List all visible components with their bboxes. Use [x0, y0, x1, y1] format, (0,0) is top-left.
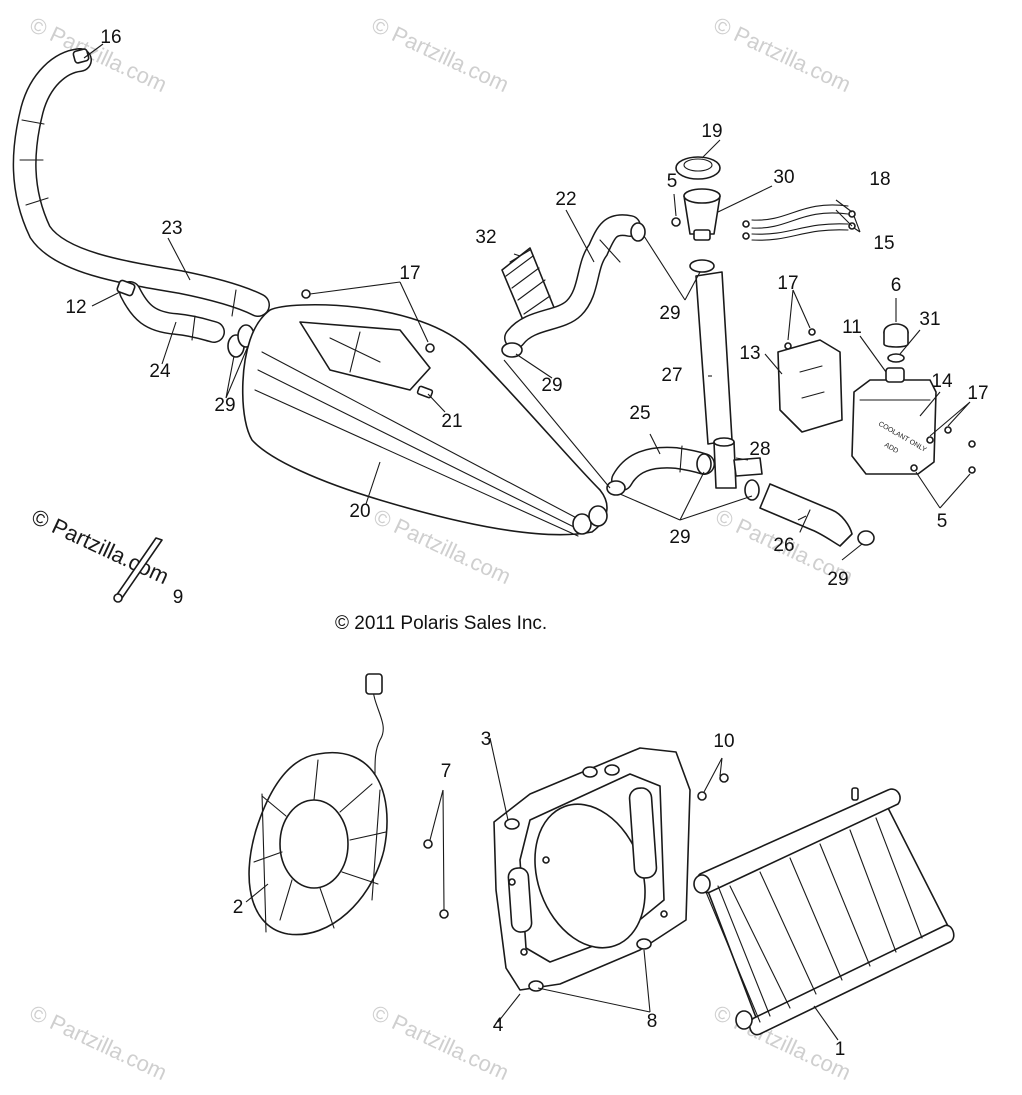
part-5-screw-top	[671, 217, 681, 227]
part-25-hose	[611, 445, 715, 491]
callout-10: 10	[713, 731, 734, 752]
callout-20: 20	[349, 501, 370, 522]
part-24-hose	[119, 281, 225, 343]
part-29-clamps-lower	[606, 453, 875, 546]
part-17-bolts-right	[926, 426, 976, 448]
part-10-bolts	[697, 773, 729, 801]
callout-29: 29	[659, 303, 680, 324]
callout-29: 29	[541, 375, 562, 396]
part-2-fan	[248, 673, 388, 936]
callout-21: 21	[441, 411, 462, 432]
part-9-bolt	[113, 537, 163, 603]
callout-29: 29	[669, 527, 690, 548]
part-3-grommets	[504, 764, 620, 830]
part-5-screws-right	[910, 464, 976, 474]
callout-19: 19	[701, 121, 722, 142]
callout-1: 1	[835, 1039, 846, 1060]
callout-32: 32	[475, 227, 496, 248]
part-1-radiator	[693, 787, 955, 1036]
callout-17: 17	[777, 273, 798, 294]
callout-14: 14	[931, 371, 953, 392]
part-7-bolts	[423, 839, 449, 919]
callout-28: 28	[749, 439, 770, 460]
callout-31: 31	[919, 309, 940, 330]
callout-8: 8	[647, 1011, 658, 1032]
callout-2: 2	[233, 897, 244, 918]
part-28-tee	[713, 437, 763, 489]
watermark-text: © Partzilla.com	[26, 1000, 171, 1085]
callout-13: 13	[739, 343, 760, 364]
callout-22: 22	[555, 189, 576, 210]
part-6-reservoir-cap	[883, 323, 909, 348]
callout-5: 5	[937, 511, 948, 532]
callout-18: 18	[869, 169, 890, 190]
part-14-reservoir: COOLANT ONLY ADD	[851, 379, 937, 475]
part-22-hose	[504, 214, 641, 349]
callout-17: 17	[967, 383, 988, 404]
callout-3: 3	[481, 729, 492, 750]
callout-6: 6	[891, 275, 902, 296]
callouts: 16 23 12 24 29 17 21 20 19 30 5 22 32 29…	[65, 27, 988, 1060]
callout-7: 7	[441, 761, 452, 782]
part-17-bolts-left	[301, 289, 435, 353]
part-13-bracket	[777, 328, 843, 433]
watermark-text: © Partzilla.com	[368, 12, 513, 97]
part-29-clamps-left	[227, 324, 255, 358]
callout-4: 4	[493, 1015, 504, 1036]
part-16-clamp	[72, 48, 90, 64]
part-31-gasket	[887, 353, 905, 363]
part-19-cap	[675, 156, 721, 180]
radiator-fins	[729, 817, 923, 1009]
part-15-clamps	[742, 210, 856, 240]
part-23-hose	[12, 48, 270, 317]
callout-29: 29	[214, 395, 235, 416]
callout-23: 23	[161, 218, 182, 239]
leader-lines	[83, 43, 971, 1041]
part-4-shroud	[493, 747, 691, 991]
callout-17: 17	[399, 263, 420, 284]
callout-15: 15	[873, 233, 894, 254]
part-12-clamp	[116, 279, 136, 297]
callout-16: 16	[100, 27, 121, 48]
part-29-clamps-upper	[501, 222, 715, 358]
callout-30: 30	[773, 167, 794, 188]
part-11-neck	[885, 367, 905, 383]
callout-12: 12	[65, 297, 86, 318]
fan-blades	[253, 759, 387, 929]
callout-11: 11	[842, 317, 862, 338]
part-18-hoses	[751, 204, 849, 241]
callout-25: 25	[629, 403, 650, 424]
copyright-text: © 2011 Polaris Sales Inc.	[335, 613, 547, 634]
callout-5: 5	[667, 171, 678, 192]
callout-27: 27	[661, 365, 682, 386]
callout-9: 9	[173, 587, 184, 608]
part-27-hose	[695, 271, 733, 445]
watermark-text: © Partzilla.com	[368, 1000, 513, 1085]
callout-24: 24	[149, 361, 171, 382]
callout-26: 26	[773, 535, 794, 556]
watermark-text: © Partzilla.com	[710, 12, 855, 97]
part-30-filler-neck	[683, 188, 721, 241]
part-20-heat-exchanger	[241, 304, 608, 537]
part-26-hose	[759, 483, 853, 547]
callout-29: 29	[827, 569, 848, 590]
